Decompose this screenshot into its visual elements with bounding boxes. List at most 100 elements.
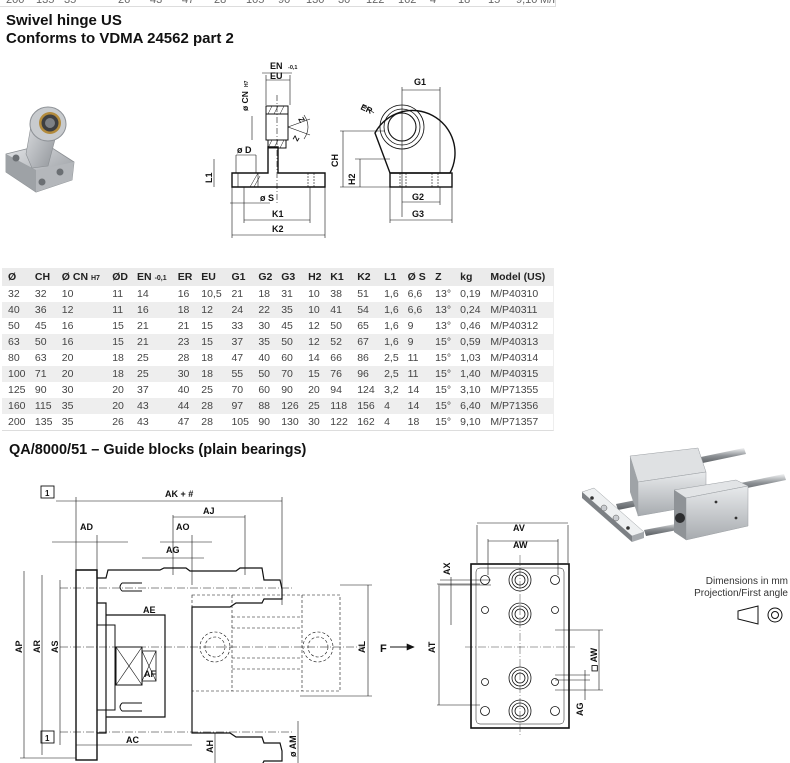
partial-row-cell: 30 <box>338 0 351 6</box>
table-cell: 130 <box>281 416 299 428</box>
table-cell: 88 <box>252 398 276 414</box>
table-cell: 14 <box>308 352 320 364</box>
label-ap: AP <box>14 640 24 653</box>
table-cell: 10 <box>302 302 325 318</box>
table-cell: 50 <box>8 320 20 332</box>
table-cell: 15 <box>201 320 213 332</box>
label-ak: AK + # <box>165 489 193 499</box>
table-cell: 0,24 <box>454 302 485 318</box>
table-cell: M/P40311 <box>484 302 554 318</box>
table-cell: 1,40 <box>454 366 485 382</box>
column-header: G2 <box>252 268 276 286</box>
column-header-label: K2 <box>357 271 371 283</box>
table-cell: 36 <box>28 302 56 318</box>
table-cell: 200 <box>8 416 26 428</box>
table-cell: 32 <box>34 288 47 300</box>
reference-box-1-bottom: 1 <box>45 734 50 743</box>
table-cell: 60 <box>281 352 293 364</box>
table-cell: 4 <box>378 398 402 414</box>
table-cell: 9 <box>401 334 430 350</box>
reference-box-1-top: 1 <box>45 489 50 498</box>
column-header: K1 <box>324 268 352 286</box>
partial-row-cell: 9,10 <box>516 0 538 6</box>
column-header-label: Ø <box>8 271 17 283</box>
partial-row-cell: 35 <box>64 0 77 6</box>
table-cell: M/P40310 <box>490 288 539 300</box>
partial-row-cell: 28 <box>214 0 227 6</box>
table-cell: 2,5 <box>384 352 399 364</box>
column-header-label: ØD <box>112 271 128 283</box>
table-cell: 26 <box>112 416 124 428</box>
table-cell: 41 <box>324 302 352 318</box>
table-cell: 90 <box>258 416 271 428</box>
column-header: Ø S <box>401 268 430 286</box>
table-cell: M/P40314 <box>490 352 539 364</box>
table-cell: 20 <box>55 366 107 382</box>
table-cell: 12 <box>302 334 325 350</box>
table-cell: 105 <box>231 416 249 428</box>
table-cell: 70 <box>275 366 303 382</box>
table-cell: 3,2 <box>384 384 399 396</box>
table-cell: 13° <box>429 302 455 318</box>
table-cell: 35 <box>275 302 303 318</box>
table-cell: 50 <box>275 334 303 350</box>
label-af: AF <box>144 669 156 679</box>
note-projection: Projection/First angle <box>694 588 788 599</box>
table-cell: 63 <box>2 334 29 350</box>
table-cell: 45 <box>34 320 47 332</box>
table-cell: 12 <box>55 302 107 318</box>
table-cell: 15° <box>429 398 455 414</box>
column-header: G3 <box>275 268 303 286</box>
table-cell: 94 <box>330 384 342 396</box>
table-cell: 54 <box>351 302 379 318</box>
table-cell: 1,6 <box>384 320 399 332</box>
guide-block-drawing: 1 AK + # AJ AD AO AG AE AF AP AR AS 1 AC… <box>14 485 783 763</box>
table-cell: 1,03 <box>460 352 481 364</box>
table-cell: 16 <box>61 320 74 332</box>
swivel-hinge-photo <box>5 106 75 193</box>
column-header-label: Model (US) <box>490 271 546 283</box>
table-cell: 115 <box>28 398 56 414</box>
column-header-label: EU <box>201 271 216 283</box>
section-title-swivel-hinge: Swivel hinge US <box>6 12 122 29</box>
table-cell: 18 <box>407 416 420 428</box>
table-cell: 86 <box>357 352 369 364</box>
table-cell: 10 <box>308 288 320 300</box>
label-ch: CH <box>330 154 340 167</box>
label-en-tol: -0,1 <box>288 65 297 71</box>
table-cell: 21 <box>177 320 190 332</box>
table-cell: 55 <box>225 366 253 382</box>
label-z-upper: Z <box>296 116 306 125</box>
table-cell: 30 <box>61 384 74 396</box>
table-cell: 0,59 <box>454 334 485 350</box>
table-cell: 96 <box>351 366 379 382</box>
table-cell: 125 <box>8 384 26 396</box>
table-cell: 52 <box>324 334 352 350</box>
table-cell: M/P71356 <box>484 398 554 414</box>
table-cell: 16 <box>55 334 107 350</box>
table-cell: 44 <box>171 398 196 414</box>
table-cell: 9 <box>407 320 414 332</box>
label-ac: AC <box>126 735 139 745</box>
table-cell: 45 <box>281 320 293 332</box>
label-aw: AW <box>513 540 528 550</box>
column-header-tolerance: H7 <box>90 275 100 282</box>
column-header-label: G2 <box>258 271 273 283</box>
table-cell: 60 <box>258 384 271 396</box>
column-header: EN -0,1 <box>131 268 172 286</box>
table-cell: 135 <box>34 416 53 428</box>
table-cell: 15° <box>429 334 455 350</box>
table-cell: 50 <box>252 366 276 382</box>
table-cell: 30 <box>258 320 271 332</box>
label-l1: L1 <box>204 172 214 183</box>
column-header-label: ER <box>177 271 193 283</box>
label-z-lower: Z <box>291 134 301 143</box>
table-cell: 25 <box>137 352 149 364</box>
table-cell: 14 <box>401 398 430 414</box>
table-cell: 67 <box>351 334 379 350</box>
label-ad: AD <box>80 522 93 532</box>
column-header-label: kg <box>460 271 473 283</box>
